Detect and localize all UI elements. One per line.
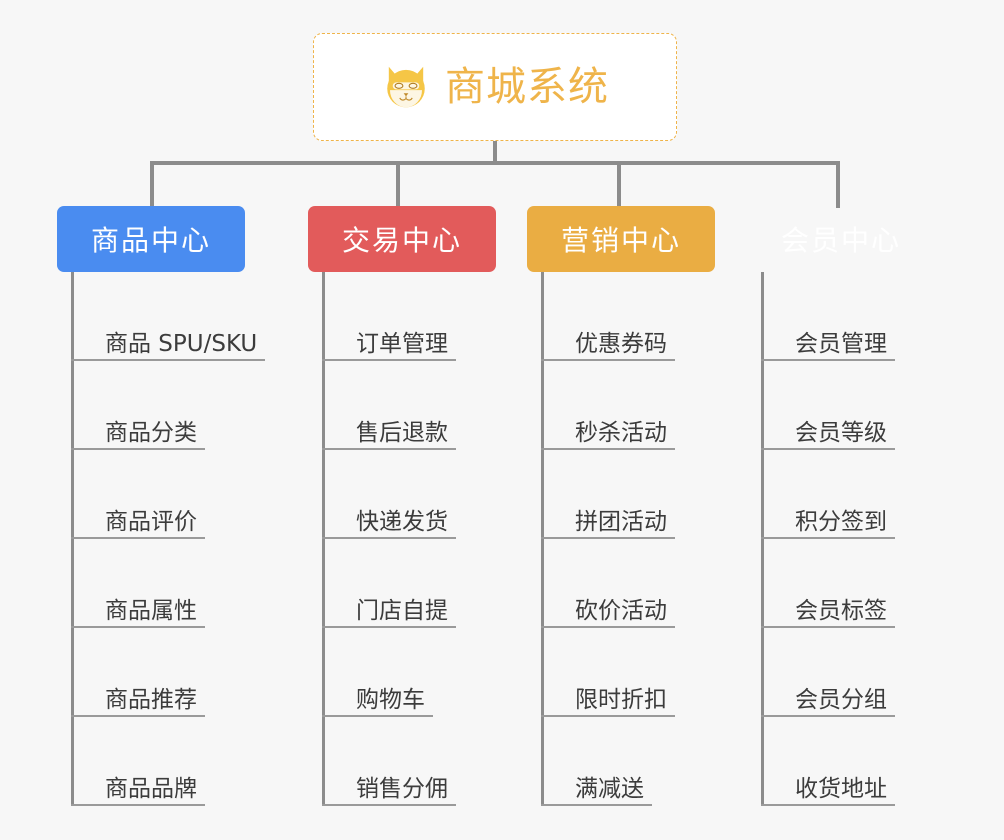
leaf-item-label: 订单管理: [356, 331, 448, 358]
leaf-item[interactable]: 满减送: [541, 717, 667, 806]
connector-drop-2: [396, 161, 400, 208]
connector-drop-3: [617, 161, 621, 208]
leaf-item-label: 售后退款: [356, 420, 448, 447]
leaf-item-label: 商品推荐: [105, 687, 197, 714]
leaf-item[interactable]: 销售分佣: [322, 717, 456, 806]
column-trunk-line: [71, 272, 74, 806]
leaf-item[interactable]: 购物车: [322, 628, 448, 717]
leaf-item-underline: [71, 537, 205, 539]
leaf-item-label: 会员管理: [795, 331, 887, 358]
leaf-item[interactable]: 收货地址: [761, 717, 895, 806]
leaf-item-label: 门店自提: [356, 598, 448, 625]
leaf-item-label: 商品 SPU/SKU: [105, 331, 258, 358]
leaf-item-underline: [322, 448, 456, 450]
leaf-item[interactable]: 快递发货: [322, 450, 456, 539]
leaf-item-underline: [761, 715, 895, 717]
category-header-member[interactable]: 会员中心: [747, 206, 935, 272]
leaf-item-underline: [322, 804, 456, 806]
category-header-product[interactable]: 商品中心: [57, 206, 245, 272]
leaf-item[interactable]: 限时折扣: [541, 628, 675, 717]
connector-drop-1: [150, 161, 154, 208]
leaf-item-label: 收货地址: [795, 776, 887, 803]
leaf-item-underline: [761, 626, 895, 628]
leaf-item-underline: [322, 359, 456, 361]
leaf-item-underline: [541, 448, 675, 450]
leaf-item[interactable]: 商品品牌: [71, 717, 257, 806]
leaf-item-underline: [541, 715, 675, 717]
leaf-item-label: 商品评价: [105, 509, 197, 536]
category-header-marketing[interactable]: 营销中心: [527, 206, 715, 272]
leaf-item-label: 快递发货: [356, 509, 448, 536]
column-trunk-line: [761, 272, 764, 806]
leaf-item[interactable]: 砍价活动: [541, 539, 675, 628]
leaf-item[interactable]: 优惠券码: [541, 272, 675, 361]
leaf-item[interactable]: 会员等级: [761, 361, 895, 450]
connector-drop-4: [836, 161, 840, 208]
leaf-item-underline: [761, 448, 895, 450]
leaf-item-label: 秒杀活动: [575, 420, 667, 447]
leaf-item[interactable]: 会员分组: [761, 628, 895, 717]
category-label: 交易中心: [341, 224, 462, 257]
leaf-item[interactable]: 积分签到: [761, 450, 895, 539]
leaf-item-label: 砍价活动: [575, 598, 667, 625]
leaf-item-underline: [761, 537, 895, 539]
category-header-trade[interactable]: 交易中心: [308, 206, 496, 272]
leaf-item-underline: [541, 537, 675, 539]
leaf-item-underline: [71, 448, 205, 450]
leaf-item-underline: [541, 626, 675, 628]
leaf-item[interactable]: 秒杀活动: [541, 361, 675, 450]
leaf-item-underline: [761, 804, 895, 806]
leaf-item-label: 购物车: [356, 687, 425, 714]
leaf-item-underline: [761, 359, 895, 361]
leaf-column-member: 会员管理会员等级积分签到会员标签会员分组收货地址: [761, 272, 895, 806]
leaf-item-underline: [322, 626, 456, 628]
leaf-item[interactable]: 售后退款: [322, 361, 456, 450]
leaf-item-label: 优惠券码: [575, 331, 667, 358]
root-title: 商城系统: [445, 64, 609, 110]
leaf-item-label: 商品品牌: [105, 776, 197, 803]
leaf-item-underline: [71, 626, 205, 628]
leaf-column-marketing: 优惠券码秒杀活动拼团活动砍价活动限时折扣满减送: [541, 272, 675, 806]
column-trunk-line: [322, 272, 325, 806]
leaf-item-label: 会员分组: [795, 687, 887, 714]
leaf-item-label: 满减送: [575, 776, 644, 803]
leaf-item[interactable]: 商品 SPU/SKU: [71, 272, 265, 361]
leaf-item-label: 积分签到: [795, 509, 887, 536]
leaf-item-underline: [541, 804, 652, 806]
leaf-item[interactable]: 会员管理: [761, 272, 895, 361]
leaf-item[interactable]: 商品分类: [71, 361, 257, 450]
connector-horizontal-bus: [150, 161, 838, 165]
root-node[interactable]: 商城系统: [313, 33, 677, 141]
leaf-item[interactable]: 拼团活动: [541, 450, 675, 539]
category-label: 商品中心: [90, 224, 211, 257]
leaf-item[interactable]: 门店自提: [322, 539, 456, 628]
shiba-dog-face-icon: [381, 62, 431, 112]
leaf-item[interactable]: 会员标签: [761, 539, 895, 628]
leaf-item-label: 商品属性: [105, 598, 197, 625]
leaf-item-label: 拼团活动: [575, 509, 667, 536]
leaf-item[interactable]: 商品推荐: [71, 628, 257, 717]
leaf-item-underline: [541, 359, 675, 361]
leaf-item-label: 销售分佣: [356, 776, 448, 803]
leaf-item-label: 限时折扣: [575, 687, 667, 714]
leaf-item-underline: [71, 804, 205, 806]
leaf-item[interactable]: 商品评价: [71, 450, 257, 539]
leaf-item-underline: [71, 359, 265, 361]
leaf-item-underline: [322, 715, 433, 717]
leaf-item-label: 商品分类: [105, 420, 197, 447]
column-trunk-line: [541, 272, 544, 806]
leaf-item-underline: [322, 537, 456, 539]
category-label: 营销中心: [560, 224, 681, 257]
connector-root-stem: [493, 141, 497, 165]
leaf-item[interactable]: 订单管理: [322, 272, 456, 361]
leaf-item-label: 会员等级: [795, 420, 887, 447]
leaf-column-trade: 订单管理售后退款快递发货门店自提购物车销售分佣: [322, 272, 456, 806]
category-label: 会员中心: [780, 224, 901, 257]
leaf-column-product: 商品 SPU/SKU 商品分类商品评价商品属性商品推荐商品品牌: [71, 272, 265, 806]
leaf-item-underline: [71, 715, 205, 717]
leaf-item-label: 会员标签: [795, 598, 887, 625]
leaf-item[interactable]: 商品属性: [71, 539, 257, 628]
